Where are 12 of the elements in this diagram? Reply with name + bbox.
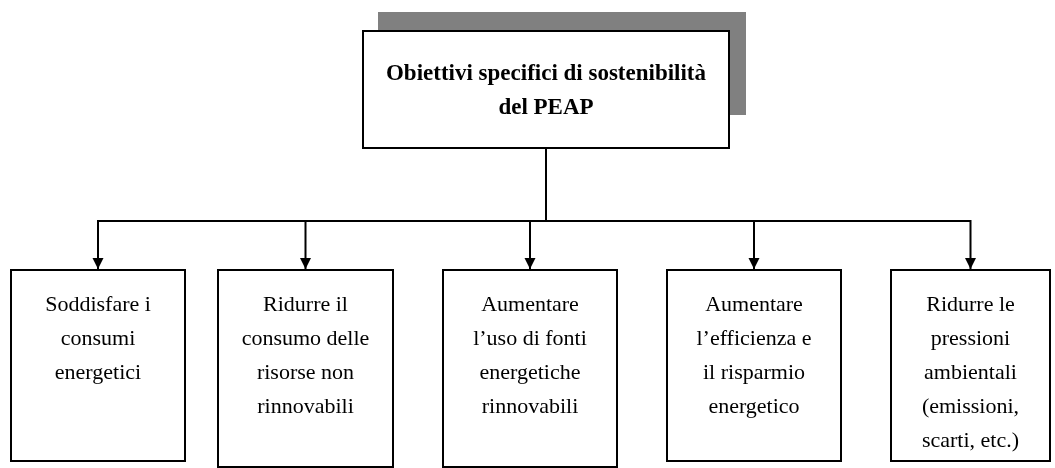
objective-box [442, 269, 618, 468]
objective-box [666, 269, 842, 462]
title-text: Obiettivi specifici di sostenibilità del PEAP [384, 58, 708, 121]
objective-text: Aumentare l’uso di fonti energetiche rinnovabili [472, 290, 588, 420]
objective-text: Aumentare l’efficienza e il risparmio energetico [695, 290, 813, 420]
objective-text: Soddisfare i consumi energetici [44, 290, 152, 386]
objective-text: Ridurre le pressioni ambientali (emissioni, scarti, etc.) [920, 290, 1021, 454]
objective-text: Ridurre il consumo delle risorse non rinnovabili [240, 290, 371, 420]
title-box [362, 30, 730, 149]
objective-box [890, 269, 1051, 462]
objective-box [217, 269, 394, 468]
objective-box [10, 269, 186, 462]
